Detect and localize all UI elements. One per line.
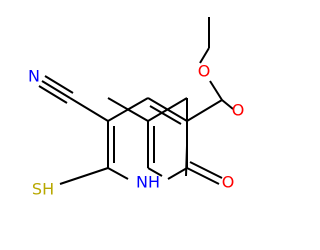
nitrile-nitrogen-label: N	[28, 67, 40, 86]
bond-oester-ch2	[199, 47, 210, 64]
thiol-group	[59, 167, 109, 185]
bond-c5-cn	[69, 97, 109, 122]
bond-ccarbonyl-o-single	[209, 80, 223, 101]
ester-group	[186, 17, 234, 122]
ring-bond-5	[107, 167, 129, 180]
nitrile-triple-3	[38, 85, 68, 104]
oxo-group	[186, 161, 223, 185]
ester-oxygen-label: O	[198, 62, 211, 81]
bond-c2-o-2	[189, 161, 223, 179]
ring-bonds	[107, 97, 188, 177]
bond-c3-ccarbonyl	[186, 99, 223, 122]
nitrile-triple-1	[41, 80, 71, 99]
pyridine-ring	[107, 97, 188, 180]
molecule-structure: N SH NH O O O	[28, 17, 245, 199]
bond-c2-n1	[147, 167, 163, 177]
thiol-label: SH	[32, 180, 54, 199]
oxo-oxygen-label: O	[222, 173, 235, 192]
bond-c2-o-1	[186, 167, 220, 185]
bond-ccarbonyl-o-double-1	[221, 99, 234, 110]
carbonyl-oxygen-label: O	[232, 101, 245, 120]
ring-bond-2	[147, 97, 188, 122]
nitrile-triple-2	[44, 75, 74, 94]
ring-bond-1	[107, 97, 149, 122]
ring-double-inner-top	[149, 105, 182, 125]
ring-nitrogen-label: NH	[136, 173, 160, 192]
ring-bond-4	[167, 167, 188, 180]
nitrile-group	[38, 75, 109, 122]
bond-c6-s	[59, 167, 109, 185]
